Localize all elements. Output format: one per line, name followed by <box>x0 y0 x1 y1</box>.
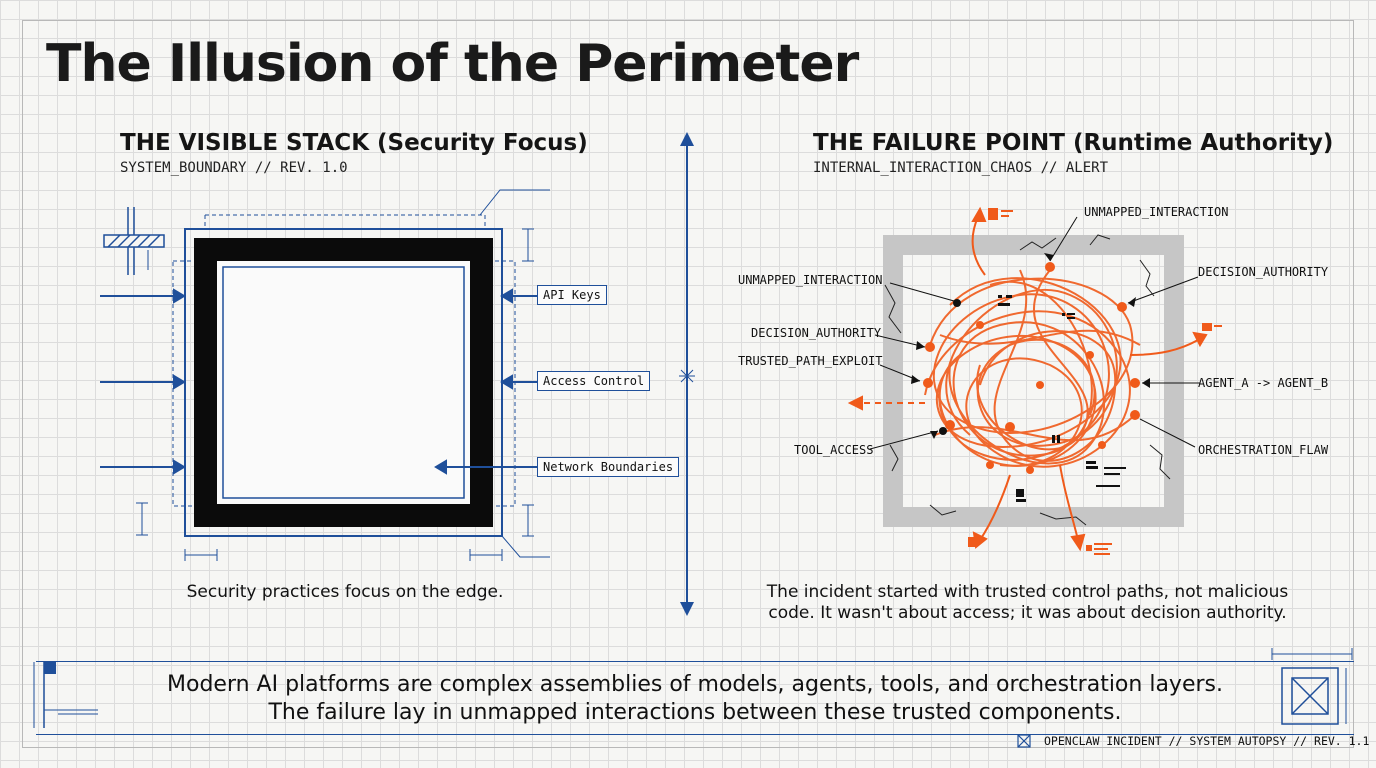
footer-box-icon <box>1017 734 1031 748</box>
label-unmapped-left: UNMAPPED_INTERACTION <box>738 273 883 287</box>
frame-left <box>22 20 23 748</box>
black-nodes <box>939 299 961 435</box>
banner-left-mark <box>33 662 98 728</box>
label-orchestration: ORCHESTRATION_FLAW <box>1198 443 1329 457</box>
callout-network-boundaries: Network Boundaries <box>537 457 680 477</box>
left-caption: Security practices focus on the edge. <box>186 582 504 602</box>
banner-line-1: Modern AI platforms are complex assembli… <box>167 672 1223 697</box>
right-caption-line1: The incident started with trusted contro… <box>766 582 1289 602</box>
footer-reference: OPENCLAW INCIDENT // SYSTEM AUTOPSY // R… <box>1044 734 1370 748</box>
frame-top <box>22 20 1354 21</box>
label-decision-left: DECISION_AUTHORITY <box>751 326 882 340</box>
leader-lines <box>869 216 1200 450</box>
frame-right <box>1353 20 1354 748</box>
code-glyphs <box>998 295 1126 502</box>
corner-hatch <box>103 207 165 275</box>
chaos-loops <box>924 269 1141 468</box>
callout-arrows <box>434 288 540 475</box>
right-heading: THE FAILURE POINT (Runtime Authority) <box>813 130 1334 156</box>
right-subheading: INTERNAL_INTERACTION_CHAOS // ALERT <box>813 160 1109 176</box>
callout-api-keys: API Keys <box>537 285 607 305</box>
escape-arrows <box>847 206 1208 552</box>
page-title: The Illusion of the Perimeter <box>46 34 859 94</box>
callout-access-control: Access Control <box>537 371 651 391</box>
right-caption-line2: code. It wasn't about access; it was abo… <box>768 603 1287 623</box>
alert-glyphs <box>968 208 1222 555</box>
banner-right-mark <box>1271 648 1353 725</box>
banner-line-2: The failure lay in unmapped interactions… <box>268 700 1122 725</box>
label-trusted-path: TRUSTED_PATH_EXPLOIT <box>738 354 883 368</box>
left-heading: THE VISIBLE STACK (Security Focus) <box>120 130 588 156</box>
inbound-arrows <box>100 288 186 475</box>
left-subheading: SYSTEM_BOUNDARY // REV. 1.0 <box>120 160 348 176</box>
perimeter-diagram <box>100 189 550 561</box>
summary-banner: Modern AI platforms are complex assembli… <box>36 661 1354 735</box>
label-decision-right: DECISION_AUTHORITY <box>1198 265 1329 279</box>
containment-frame <box>883 235 1184 527</box>
label-unmapped-top: UNMAPPED_INTERACTION <box>1084 205 1229 219</box>
label-tool-access: TOOL_ACCESS <box>794 443 874 457</box>
center-divider <box>679 132 695 616</box>
label-agent: AGENT_A -> AGENT_B <box>1198 376 1329 390</box>
frame-bottom <box>22 747 1354 748</box>
stack-inner-box <box>222 266 465 499</box>
chaos-nodes <box>923 262 1140 474</box>
cracks <box>884 234 1171 526</box>
chaos-diagram <box>847 206 1222 555</box>
